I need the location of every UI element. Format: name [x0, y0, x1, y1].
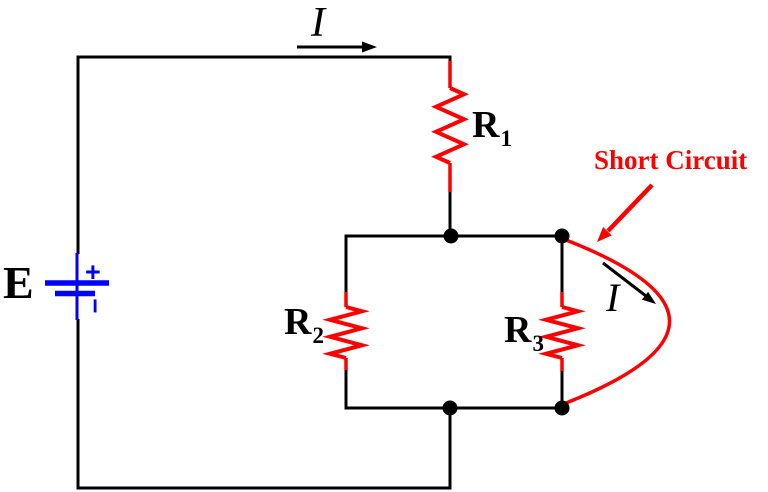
source-label: E: [3, 257, 34, 308]
resistor-r2-label: R2: [284, 301, 324, 347]
current-arrow-top-head: [362, 41, 377, 53]
resistor-r3-label: R3: [504, 309, 544, 355]
short-circuit-wire: [565, 238, 671, 405]
r3-zigzag: [538, 305, 586, 360]
short-circuit-pointer-arrow-icon: [597, 183, 654, 242]
battery-plus-sign: +: [85, 257, 101, 287]
current-arrow-top-icon: [297, 41, 377, 53]
short-circuit-label: Short Circuit: [594, 145, 748, 175]
resistor-r1-label: R1: [472, 104, 512, 150]
junction-node-bottom-left: [442, 400, 458, 416]
resistor-r3-icon: [538, 292, 586, 371]
resistor-r1-icon: [431, 61, 469, 192]
resistor-r2-sub: 2: [312, 323, 324, 348]
current-label-top: I: [311, 0, 325, 46]
resistor-r2-icon: [322, 292, 370, 370]
resistor-r2-base: R: [284, 301, 312, 343]
battery-minus-sign: −: [80, 298, 111, 314]
battery-icon: [45, 253, 109, 320]
r2-zigzag: [322, 305, 370, 360]
r1-zigzag: [431, 86, 469, 165]
pointer-arrow-shaft: [606, 183, 654, 233]
resistor-r1-sub: 1: [500, 126, 512, 151]
resistor-r1-base: R: [472, 104, 500, 146]
current-arrow-short-icon: [602, 261, 656, 304]
current-label-short: I: [606, 275, 620, 320]
current-arrow-short-shaft: [602, 261, 647, 298]
pointer-arrow-head: [597, 227, 612, 242]
resistor-r3-sub: 3: [532, 331, 544, 356]
junction-node-top-right: [554, 228, 570, 244]
junction-node-top-left: [443, 228, 459, 244]
junction-node-bottom-right: [554, 400, 570, 416]
current-arrow-short-head: [641, 291, 656, 304]
resistor-r3-base: R: [504, 309, 532, 351]
